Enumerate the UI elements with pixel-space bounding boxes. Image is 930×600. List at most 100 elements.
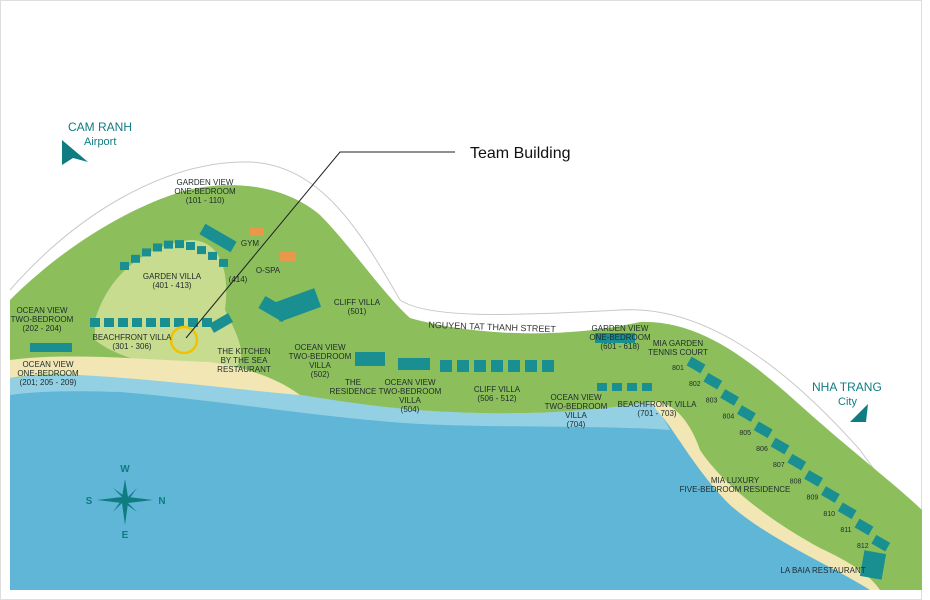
area-label-line: RESIDENCE: [330, 387, 377, 396]
villa-building: [90, 318, 100, 327]
villa-building: [174, 318, 184, 327]
sea-shallows: [10, 374, 670, 430]
villa-building: [186, 241, 195, 250]
city-sub: City: [838, 396, 857, 408]
villa-number: 802: [689, 381, 701, 388]
area-label-line: OCEAN VIEW: [22, 360, 74, 369]
villa-number: 801: [672, 365, 684, 372]
area-label-line: GARDEN VIEW: [592, 324, 649, 333]
area-label-line: TENNIS COURT: [648, 348, 708, 357]
villa-building: [104, 318, 114, 327]
villa-building: [787, 453, 807, 471]
compass-e: E: [122, 530, 129, 541]
villa-number: 809: [807, 495, 819, 502]
area-label-line: MIA LUXURY: [711, 476, 760, 485]
villa-building: [197, 246, 206, 255]
building: [355, 352, 385, 366]
compass-s: S: [86, 496, 93, 507]
building: [272, 288, 322, 322]
city-name: NHA TRANG: [812, 380, 882, 394]
villa-building: [770, 437, 790, 455]
area-label-line: CLIFF VILLA: [474, 385, 521, 394]
building: [398, 358, 430, 370]
compass-rose: W S N E: [86, 464, 166, 541]
villa-building: [440, 360, 452, 372]
area-label-line: THE KITCHEN: [217, 347, 271, 356]
compass-n: N: [158, 496, 165, 507]
area-label: (414): [229, 275, 248, 284]
compass-w: W: [120, 464, 130, 475]
villa-building: [160, 318, 170, 327]
villa-number: 803: [706, 397, 718, 404]
area-label-line: BY THE SEA: [221, 356, 269, 365]
area-label-line: THE: [345, 378, 361, 387]
villa-building: [491, 360, 503, 372]
street-name: NGUYEN TAT THANH STREET: [428, 320, 556, 334]
villa-building: [175, 240, 184, 249]
area-label-line: (201; 205 - 209): [20, 378, 77, 387]
villa-building: [208, 251, 217, 260]
villa-building: [642, 383, 652, 391]
area-label-line: FIVE-BEDROOM RESIDENCE: [680, 485, 791, 494]
compass-star-icon: [97, 479, 153, 525]
villa-building: [457, 360, 469, 372]
area-label: CLIFF VILLA(506 - 512): [474, 385, 521, 403]
area-label-line: BEACHFRONT VILLA: [93, 333, 173, 342]
team-building-marker[interactable]: [169, 325, 199, 355]
area-label-line: (101 - 110): [186, 196, 225, 205]
area-label-line: (401 - 413): [152, 281, 191, 290]
spa-building: [280, 252, 296, 261]
beach-east: [650, 401, 880, 590]
villa-building: [202, 318, 212, 327]
villa-building: [703, 372, 723, 390]
villa-building: [753, 421, 773, 439]
villa-number: 812: [857, 543, 869, 550]
area-label-line: OCEAN VIEW: [16, 306, 68, 315]
villa-number: 808: [790, 478, 802, 485]
area-label-line: MIA GARDEN: [653, 339, 703, 348]
callout-line: [185, 151, 455, 339]
villa-building: [508, 360, 520, 372]
villa-building: [686, 356, 706, 374]
villa-building: [597, 383, 607, 391]
inner-lawn: [95, 240, 242, 372]
villa-building: [871, 534, 891, 552]
villa-building: [118, 318, 128, 327]
area-label-line: CLIFF VILLA: [334, 298, 381, 307]
villa-building: [120, 262, 129, 270]
villa-building: [854, 518, 874, 536]
area-label-line: RESTAURANT: [217, 365, 271, 374]
villa-number: 805: [739, 430, 751, 437]
villa-building: [837, 502, 857, 520]
beach: [10, 356, 300, 395]
building: [208, 313, 234, 333]
area-label-line: (701 - 703): [637, 409, 676, 418]
villa-building: [474, 360, 486, 372]
area-label-line: (502): [311, 370, 330, 379]
area-label-line: (601 - 618): [600, 342, 639, 351]
villa-building: [153, 243, 162, 252]
area-label-line: GYM: [241, 239, 260, 248]
area-label-line: VILLA: [399, 396, 421, 405]
villa-building: [804, 470, 824, 487]
area-label-line: OCEAN VIEW: [384, 378, 436, 387]
road-outline: [9, 161, 923, 546]
area-label-line: (202 - 204): [22, 324, 61, 333]
area-label-line: VILLA: [565, 411, 587, 420]
villa-building: [720, 389, 740, 406]
area-label-line: (501): [348, 307, 367, 316]
area-label-line: GARDEN VIEW: [177, 178, 234, 187]
